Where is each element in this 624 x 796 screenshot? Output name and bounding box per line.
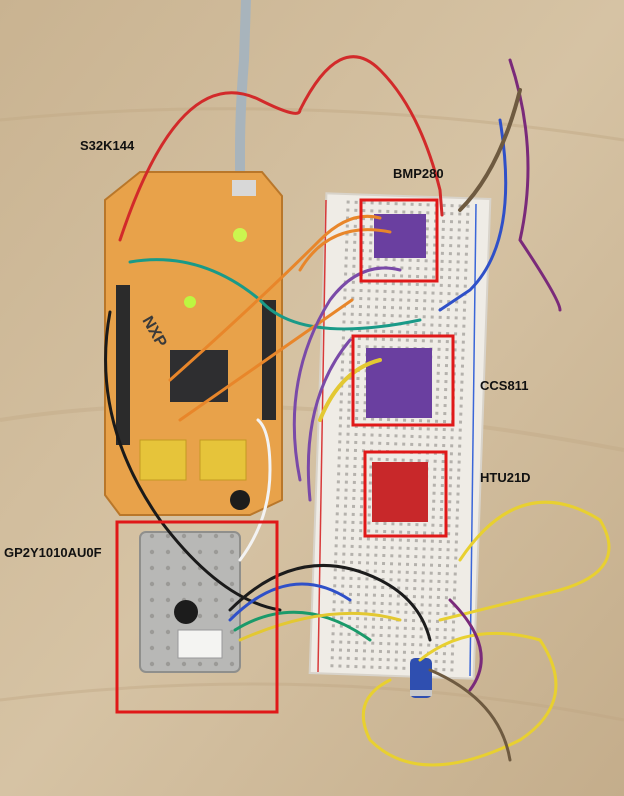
led-green — [233, 228, 247, 242]
bmp280-module — [374, 214, 426, 258]
wires — [104, 55, 611, 767]
usb-cable — [235, 0, 251, 180]
ccs811-highlight — [351, 334, 455, 427]
capacitor — [410, 658, 432, 698]
label-s32k144: S32K144 — [80, 138, 135, 153]
breadboard — [308, 192, 492, 680]
dust-sensor-body — [139, 531, 241, 673]
highlight-boxes — [115, 198, 455, 714]
s32k144-board: NXP — [104, 171, 283, 516]
led-green-2 — [184, 296, 196, 308]
ccs811-module — [366, 348, 432, 418]
label-gp2y1010au0f: GP2Y1010AU0F — [4, 545, 102, 560]
label-htu21d: HTU21D — [480, 470, 531, 485]
label-ccs811: CCS811 — [480, 378, 529, 393]
gp2y-highlight — [115, 520, 279, 714]
htu21d-module — [372, 462, 428, 522]
bmp280-highlight — [359, 198, 439, 283]
htu21d-highlight — [363, 450, 448, 538]
label-bmp280: BMP280 — [393, 166, 444, 181]
